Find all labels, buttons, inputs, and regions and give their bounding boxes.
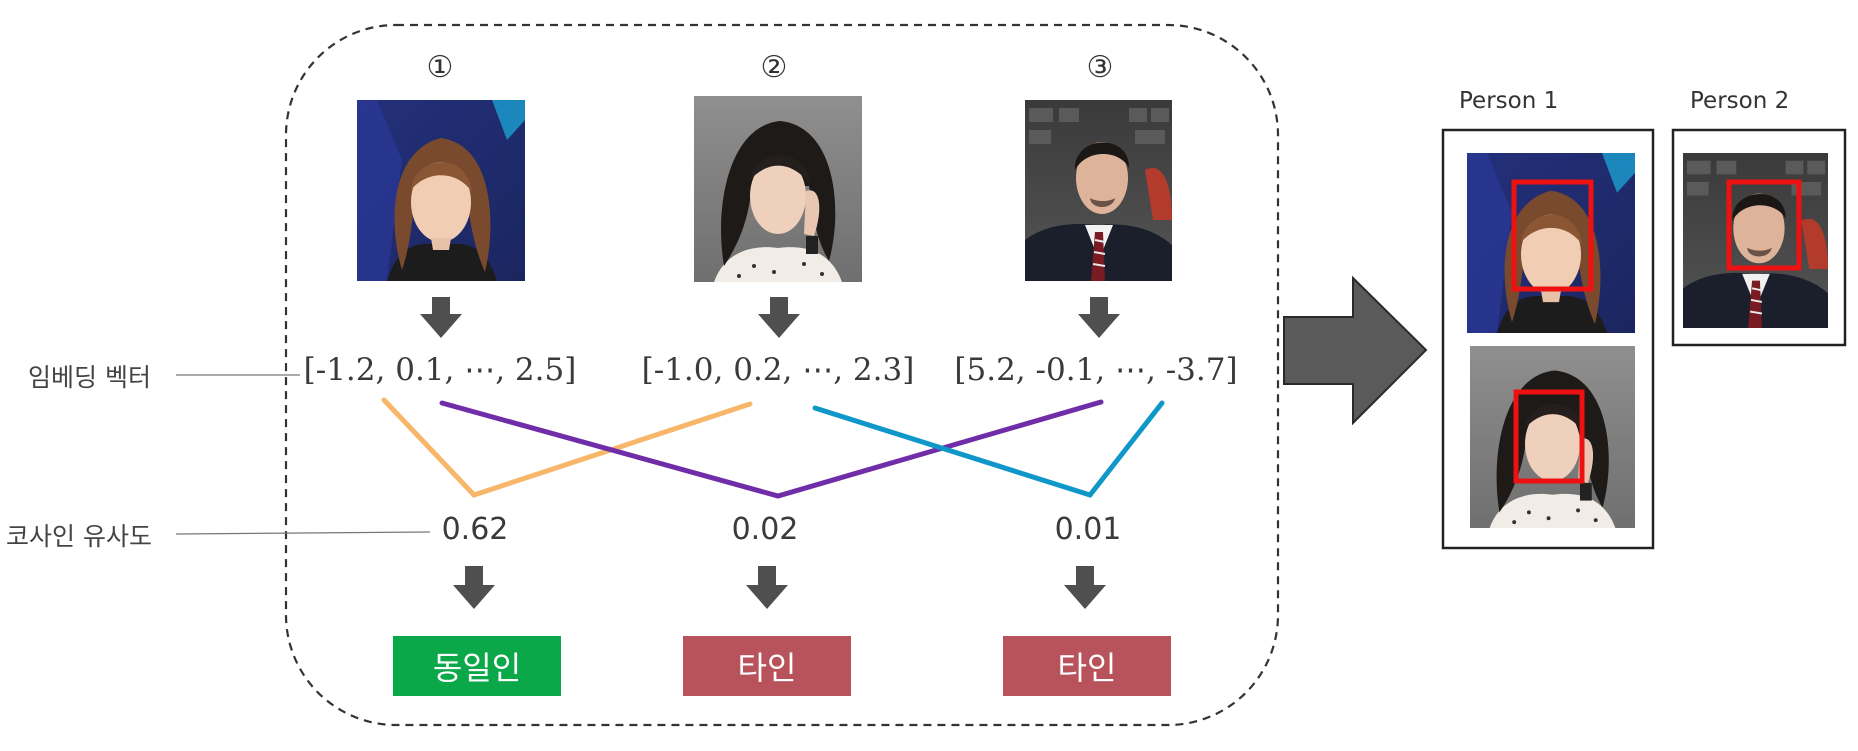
vector-1: [-1.2, 0.1, ⋯, 2.5] — [303, 352, 577, 388]
vector-2: [-1.0, 0.2, ⋯, 2.3] — [641, 352, 915, 388]
big-right-arrow — [1283, 275, 1428, 426]
vector-3: [5.2, -0.1, ⋯, -3.7] — [954, 352, 1238, 388]
similarity-1: 0.62 — [441, 512, 509, 547]
face-box — [1726, 179, 1802, 271]
down-arrows-bottom — [453, 566, 1106, 609]
cosine-similarity-label: 코사인 유사도 — [6, 522, 152, 551]
index-1: ① — [426, 50, 454, 85]
result-tag-different: 타인 — [683, 636, 851, 696]
photo-3 — [1025, 100, 1172, 281]
person-2-label: Person 2 — [1690, 88, 1790, 114]
connector-1-3 — [439, 399, 1104, 499]
photo-1 — [357, 100, 525, 281]
person-1-label: Person 1 — [1459, 88, 1559, 114]
connector-1-2 — [381, 397, 753, 498]
face-box — [1511, 179, 1594, 292]
photo-2 — [694, 96, 862, 282]
index-3: ③ — [1086, 50, 1114, 85]
connector-2-3 — [812, 400, 1165, 498]
face-box — [1513, 389, 1585, 484]
person-1-photo-2 — [1470, 346, 1635, 528]
result-tag-same: 동일인 — [393, 636, 561, 696]
person-2-photo-1 — [1683, 153, 1828, 328]
similarity-2: 0.02 — [731, 512, 799, 547]
index-2: ② — [760, 50, 788, 85]
down-arrows-top — [420, 297, 1120, 338]
similarity-3: 0.01 — [1054, 512, 1122, 547]
leader-cosine — [175, 531, 431, 535]
embedding-vector-label: 임베딩 벡터 — [28, 363, 151, 392]
result-tag-different: 타인 — [1003, 636, 1171, 696]
dashed-frame — [284, 23, 1280, 727]
